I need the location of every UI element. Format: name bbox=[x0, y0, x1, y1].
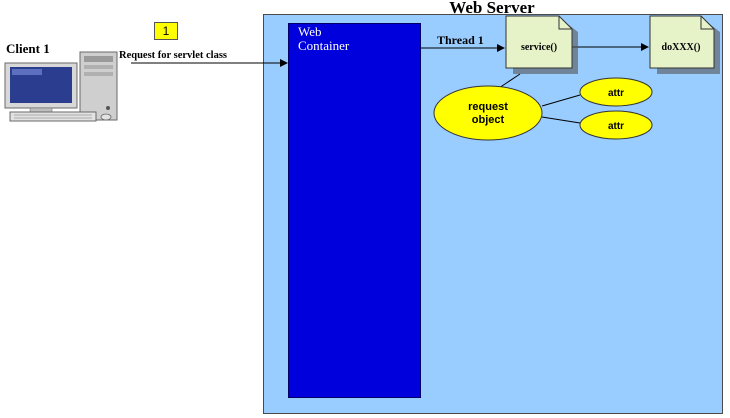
request-to-attr2-connector bbox=[541, 116, 581, 124]
doxxx-label: doXXX() bbox=[662, 42, 701, 53]
attr2-label: attr bbox=[608, 121, 624, 132]
service-note: service() bbox=[505, 15, 578, 74]
doxxx-note: doXXX() bbox=[649, 15, 720, 74]
request-to-attr1-connector bbox=[541, 94, 581, 107]
attr-ellipse-2: attr bbox=[579, 110, 653, 140]
web-container-box bbox=[288, 23, 421, 398]
desktop-computer-icon bbox=[4, 51, 118, 122]
request-object-ellipse: request object bbox=[433, 85, 543, 141]
attr1-label: attr bbox=[608, 88, 624, 99]
web-container-label: Web Container bbox=[298, 25, 349, 53]
attr-ellipse-1: attr bbox=[579, 77, 653, 107]
service-label: service() bbox=[521, 42, 557, 53]
request-object-line1: request bbox=[468, 101, 508, 113]
request-object-line2: object bbox=[472, 114, 505, 126]
client-label: Client 1 bbox=[6, 41, 50, 56]
web-container-label-line2: Container bbox=[298, 38, 350, 53]
step-number-badge: 1 bbox=[154, 22, 178, 40]
web-server-title: Web Server bbox=[449, 0, 535, 17]
thread-label: Thread 1 bbox=[437, 33, 484, 47]
request-label: Request for servlet class bbox=[119, 50, 227, 61]
web-container-label-line1: Web bbox=[298, 24, 322, 39]
